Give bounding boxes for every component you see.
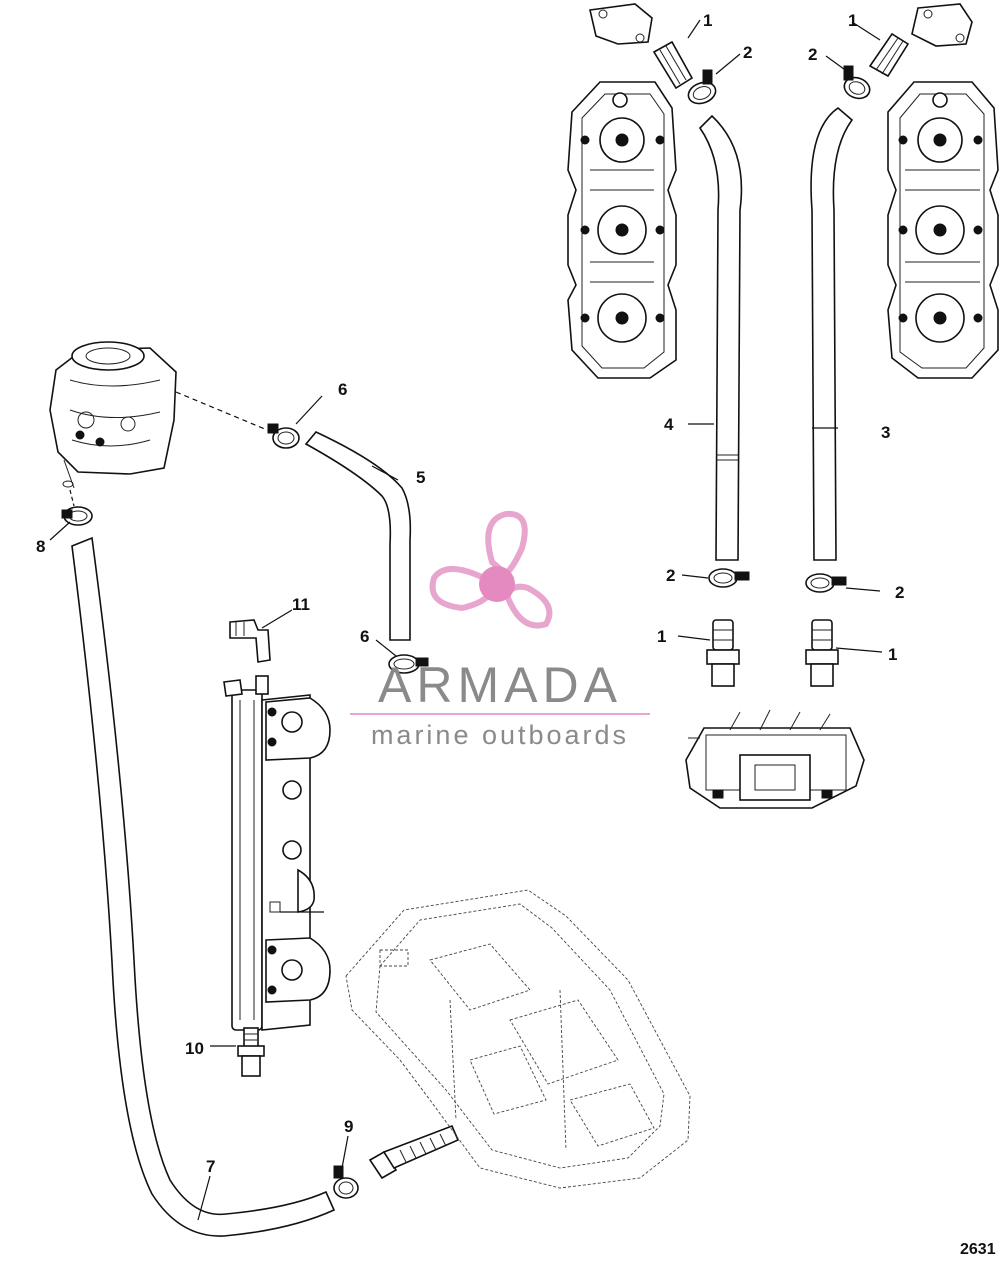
- callout-6-upper: 6: [338, 380, 347, 399]
- callout-2-top-right: 2: [808, 45, 817, 64]
- callout-9: 9: [344, 1117, 353, 1136]
- callout-1-bottom-left: 1: [657, 627, 666, 646]
- hose-4: [698, 114, 743, 561]
- thermostat-cover-left: [589, 3, 653, 45]
- exhaust-adapter-plate: [345, 889, 691, 1189]
- hose-7: [71, 536, 336, 1237]
- watermark-brand: ARMADA: [378, 657, 622, 713]
- callout-6-lower: 6: [360, 627, 369, 646]
- cylinder-head-left: [567, 81, 677, 379]
- cylinder-head-right: [887, 81, 999, 379]
- hose-fitting-bottom-right: [805, 619, 839, 687]
- callout-10: 10: [185, 1039, 204, 1058]
- sensor-fitting: [368, 1124, 460, 1180]
- hose-clamp-bottom-left: [708, 568, 750, 588]
- propeller-hub: [479, 566, 515, 602]
- propeller-blade-right: [505, 583, 553, 629]
- hose-fitting-top-left: [652, 40, 694, 90]
- callout-11: 11: [292, 595, 310, 614]
- adapter-plate: [685, 709, 865, 809]
- callout-7: 7: [206, 1157, 215, 1176]
- hose-fitting-top-right: [868, 32, 910, 78]
- hose-fitting-bottom-left: [706, 619, 740, 687]
- thermostat-cover-right: [911, 3, 973, 47]
- callout-1-top-right: 1: [848, 11, 857, 30]
- leader-lines: [49, 19, 883, 1221]
- upper-component: [49, 341, 177, 489]
- hose-clamp-6-upper: [267, 423, 300, 449]
- hose-clamp-9: [333, 1165, 359, 1199]
- watermark-logo: [429, 510, 553, 629]
- propeller-blade-top: [485, 510, 528, 579]
- callout-8: 8: [36, 537, 45, 556]
- callout-4: 4: [664, 415, 674, 434]
- hose-clamp-top-left: [687, 69, 717, 105]
- hose-clamp-bottom-right: [805, 573, 847, 593]
- propeller-blade-left: [429, 566, 492, 612]
- hose-5: [304, 431, 412, 641]
- callout-5: 5: [416, 468, 425, 487]
- callout-2-bottom-left: 2: [666, 566, 675, 585]
- callout-labels: 1 2 1 2 3 4 5 6 6 2 2 1 1 11 10 9 7 8: [36, 11, 904, 1176]
- elbow-fitting-11: [229, 619, 271, 663]
- hose-clamp-8: [61, 506, 93, 526]
- watermark-tagline: marine outboards: [371, 720, 629, 750]
- hose-clamp-top-right: [843, 65, 871, 100]
- hose-clamp-6-lower: [388, 654, 429, 674]
- callout-3: 3: [881, 423, 890, 442]
- fitting-10: [237, 1027, 265, 1077]
- hose-3: [810, 106, 854, 561]
- callout-2-bottom-right: 2: [895, 583, 904, 602]
- callout-2-top-left: 2: [743, 43, 752, 62]
- document-number: 2631: [960, 1241, 996, 1258]
- callout-1-bottom-right: 1: [888, 645, 897, 664]
- callout-1-top-left: 1: [703, 11, 712, 30]
- manifold: [223, 675, 331, 1031]
